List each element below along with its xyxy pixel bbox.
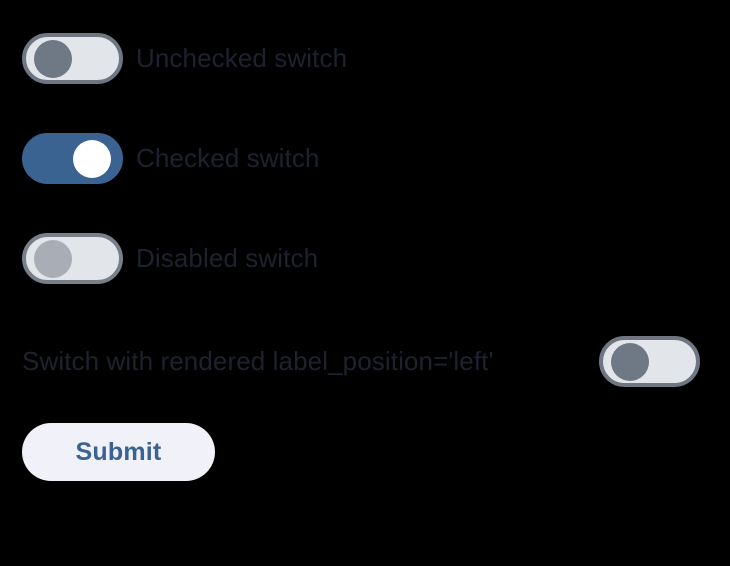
switch-row-label-left: Switch with rendered label_position='lef…: [22, 336, 700, 387]
switch-label-left[interactable]: [599, 336, 700, 387]
switch-thumb-icon: [34, 239, 72, 278]
switch-row-unchecked: Unchecked switch: [22, 33, 347, 84]
switch-row-disabled: Disabled switch: [22, 233, 318, 284]
switch-checked[interactable]: [22, 133, 123, 184]
switch-thumb-icon: [34, 39, 72, 78]
switch-disabled: [22, 233, 123, 284]
switch-unchecked[interactable]: [22, 33, 123, 84]
switch-label-left-position: Switch with rendered label_position='lef…: [22, 345, 494, 376]
switch-thumb-icon: [73, 139, 111, 178]
submit-button[interactable]: Submit: [22, 423, 215, 481]
switch-label-unchecked: Unchecked switch: [136, 42, 348, 73]
switch-thumb-icon: [611, 342, 649, 381]
switch-label-disabled: Disabled switch: [136, 242, 319, 273]
switch-row-checked: Checked switch: [22, 133, 319, 184]
switch-label-checked: Checked switch: [136, 142, 320, 173]
